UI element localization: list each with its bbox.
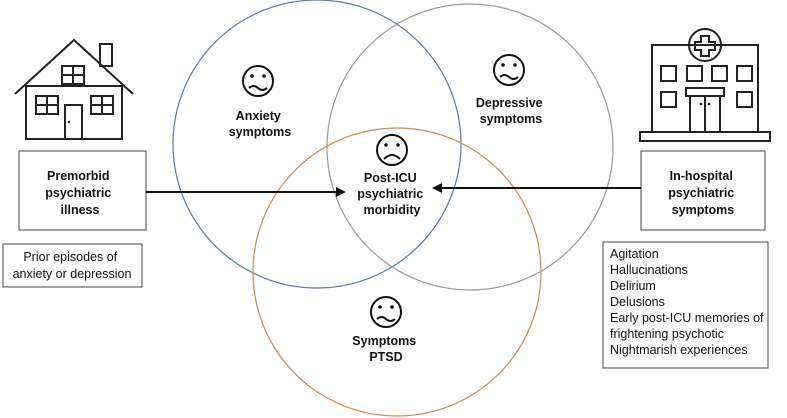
anxiety-label: Anxiety symptoms (229, 109, 292, 139)
house-icon (14, 38, 134, 140)
symptom-list: Agitation Hallucinations Delirium Delusi… (610, 247, 767, 357)
left-arrow (146, 187, 346, 197)
center-sad-face-icon (376, 134, 408, 166)
depressive-worried-face-icon (493, 54, 525, 86)
prior-episodes-note: Prior episodes of anxiety or depression (13, 250, 132, 281)
right-arrow (432, 183, 641, 193)
prior-episodes-note-box (2, 243, 143, 288)
ptsd-circle (252, 127, 542, 417)
in-hospital-label: In-hospital psychiatric symptoms (668, 169, 738, 217)
ptsd-worried-face-icon (370, 296, 402, 328)
premorbid-box (18, 150, 147, 231)
anxiety-circle (172, 0, 462, 289)
depressive-circle (326, 3, 614, 291)
ptsd-label: Symptoms PTSD (352, 334, 419, 364)
hospital-icon (639, 28, 771, 142)
symptom-list-box (602, 241, 769, 369)
center-label: Post-ICU psychiatric morbidity (357, 171, 427, 217)
premorbid-label: Premorbid psychiatric illness (45, 169, 115, 217)
in-hospital-box (640, 150, 766, 231)
depressive-label: Depressive symptoms (476, 96, 546, 126)
anxiety-worried-face-icon (242, 65, 274, 97)
